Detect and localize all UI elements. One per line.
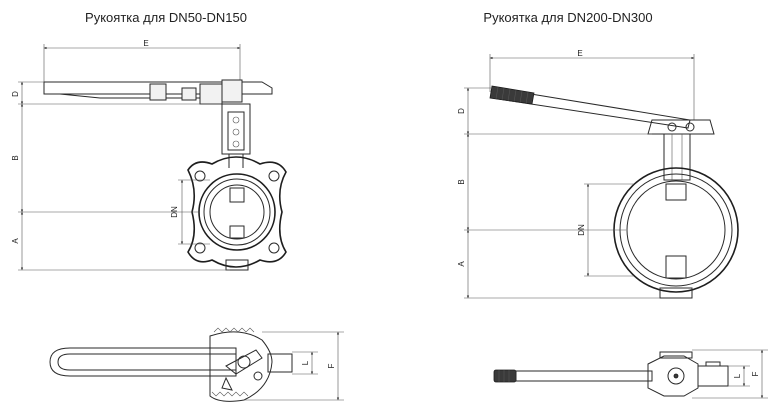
dim-label-l-right: L xyxy=(733,373,742,378)
dim-label-f-right: F xyxy=(751,371,760,376)
dim-label-b-left: B xyxy=(11,155,20,160)
right-top-view: L F xyxy=(493,349,768,399)
left-top-view: L F xyxy=(49,327,344,402)
dim-label-e-left: E xyxy=(143,39,148,48)
dim-label-b-right: B xyxy=(457,179,466,184)
right-drawing-title: Рукоятка для DN200-DN300 xyxy=(483,10,652,25)
dim-label-f-left: F xyxy=(327,363,336,368)
right-front-view: E D B DN xyxy=(457,49,739,299)
dim-label-d-right: D xyxy=(457,108,466,114)
left-front-view: E D B xyxy=(11,39,287,271)
dim-label-a-left: A xyxy=(11,238,20,244)
dim-label-l-left: L xyxy=(301,360,310,365)
left-drawing-title: Рукоятка для DN50-DN150 xyxy=(85,10,247,25)
dim-label-d-left: D xyxy=(11,91,20,97)
dim-label-a-right: A xyxy=(457,261,466,267)
dim-label-e-right: E xyxy=(577,49,582,58)
dim-label-dn-right: DN xyxy=(577,224,586,236)
dim-label-dn-left: DN xyxy=(170,206,179,218)
